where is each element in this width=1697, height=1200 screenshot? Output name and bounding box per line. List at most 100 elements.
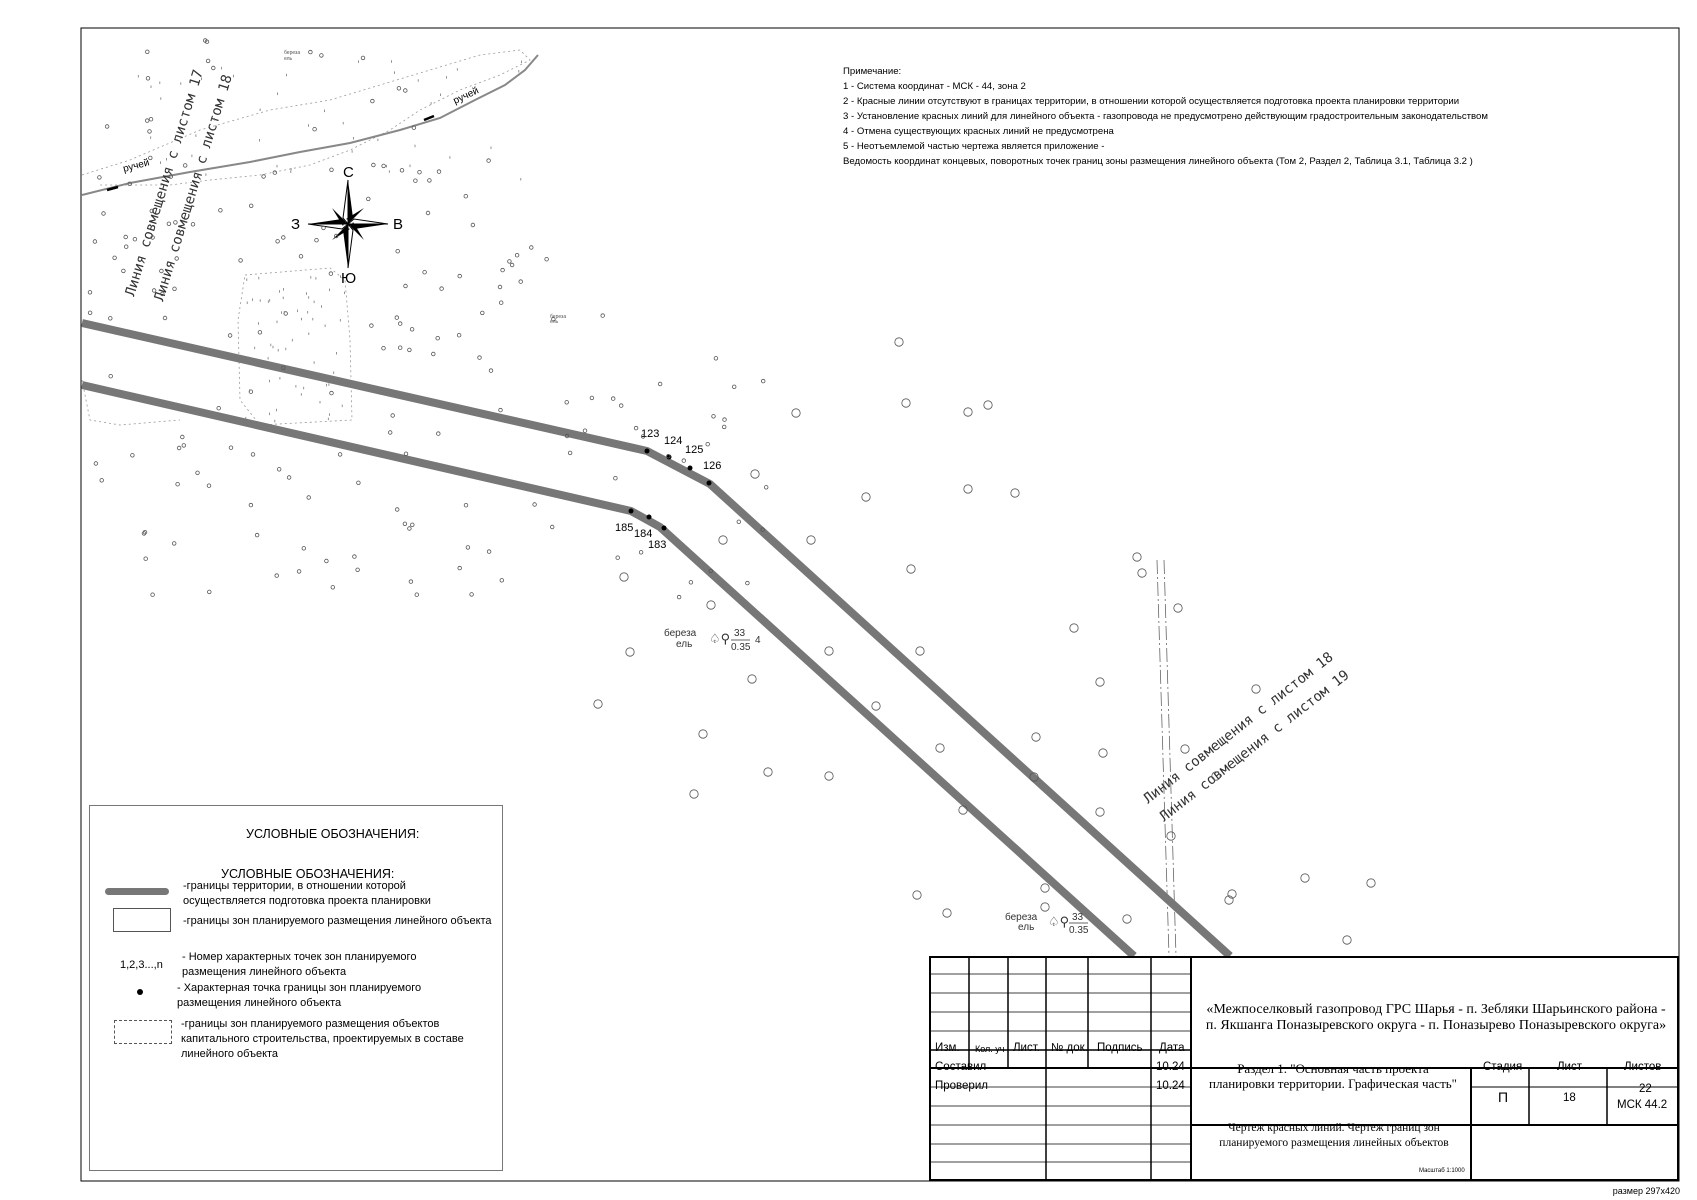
forest-descriptor-2: береза ель 33 0.35 ♤⚲	[1005, 911, 1089, 936]
svg-text:ель: ель	[676, 639, 692, 650]
stream-arrow-2	[423, 114, 435, 122]
legend-item-point: - Характерная точка границы зон планируе…	[177, 982, 422, 1009]
stream-line	[81, 54, 539, 196]
svg-text:♤⚲: ♤⚲	[1048, 914, 1069, 929]
svg-text:0.35: 0.35	[731, 642, 751, 653]
project-title: «Межпоселковый газопровод ГРС Шарья - п.…	[1205, 1002, 1667, 1033]
note-item: 2 - Красные линии отсутствуют в границах…	[843, 96, 1460, 107]
meadow-symbols	[137, 60, 522, 423]
svg-text:ель: ель	[284, 56, 293, 62]
point-label-185: 185	[615, 522, 633, 534]
svg-text:береза: береза	[284, 50, 300, 56]
stamp-compiled-label: Составил	[935, 1061, 987, 1073]
point-label-183: 183	[648, 539, 666, 551]
point-125	[687, 465, 693, 471]
stamp-sheet-value: 18	[1563, 1092, 1576, 1104]
forest-boundary-3	[81, 379, 181, 426]
sheet-frame	[80, 27, 1680, 1182]
stream-arrow	[106, 185, 119, 192]
svg-text:4: 4	[755, 635, 761, 646]
legend-subtitle: УСЛОВНЫЕ ОБОЗНАЧЕНИЯ:	[221, 867, 395, 881]
compass-west: З	[291, 216, 300, 233]
tree-symbols	[87, 38, 1376, 945]
forest-descriptor: береза ель 33 0.35 4 ♤⚲	[664, 627, 761, 653]
compass-south: Ю	[341, 270, 356, 287]
stamp-checked-label: Проверил	[935, 1080, 988, 1092]
stamp-sheet-label: Лист	[1557, 1061, 1582, 1073]
point-184	[646, 514, 652, 520]
stamp-header-sign: Подпись	[1097, 1042, 1143, 1054]
point-183	[661, 525, 667, 531]
svg-text:береза: береза	[664, 627, 697, 639]
stamp-header-kol: Кол. уч	[975, 1044, 1005, 1054]
svg-text:33: 33	[734, 628, 746, 639]
legend-number-symbol: 1,2,3...,n	[120, 959, 163, 971]
point-label-184: 184	[634, 528, 652, 540]
legend-territory-symbol	[105, 888, 169, 895]
point-123	[644, 448, 650, 454]
stamp-sheets-value: 22	[1639, 1083, 1652, 1095]
svg-text:ель: ель	[550, 319, 559, 325]
legend-item-numbers: - Номер характерных точек зон планируемо…	[182, 951, 417, 978]
legend-title: УСЛОВНЫЕ ОБОЗНАЧЕНИЯ:	[246, 827, 420, 841]
stamp-stage-value: П	[1498, 1089, 1509, 1105]
stamp-header-date: Дата	[1159, 1042, 1185, 1054]
notes-heading: Примечание:	[843, 66, 902, 77]
stamp-sheets-label: Листов	[1624, 1061, 1662, 1073]
point-label-126: 126	[703, 460, 721, 472]
drawing-scale: Масштаб 1:1000	[1419, 1168, 1465, 1174]
svg-text:береза: береза	[550, 314, 566, 320]
note-item: 1 - Система координат - МСК - 44, зона 2	[843, 81, 1026, 92]
note-item: 4 - Отмена существующих красных линий не…	[843, 126, 1114, 137]
match-line	[1156, 559, 1170, 957]
stream-label: ручей	[122, 157, 151, 175]
forest-boundary-2	[237, 267, 353, 426]
svg-text:береза: береза	[1005, 911, 1038, 923]
legend-item-capital: -границы зон планируемого размещения объ…	[181, 1018, 464, 1060]
forest-boundary	[81, 49, 531, 186]
point-label-124: 124	[664, 435, 682, 447]
legend-item-territory: -границы территории, в отношении которой…	[183, 880, 431, 907]
section-title: Раздел 1. "Основная часть проекта планир…	[1209, 1061, 1457, 1091]
stamp-stage-label: Стадия	[1483, 1061, 1523, 1073]
title-block-grid	[929, 956, 1679, 1181]
legend-zone-symbol	[113, 908, 171, 932]
legend-item-zone: -границы зон планируемого размещения лин…	[183, 915, 492, 927]
point-185	[628, 508, 634, 514]
compass-north: С	[343, 164, 354, 181]
characteristic-points	[628, 448, 712, 531]
notes-block: Примечание: 1 - Система координат - МСК …	[843, 64, 1488, 169]
territory-boundary-upper	[81, 319, 1233, 959]
svg-text:33: 33	[1072, 912, 1084, 923]
match-line-2	[1163, 559, 1177, 957]
stamp-checked-date: 10.24	[1156, 1080, 1185, 1092]
compass-east: В	[393, 216, 403, 233]
match-line-18b-label: Линия совмещения с листом 18	[1141, 649, 1337, 807]
territory-boundary-lower	[81, 381, 1137, 959]
stamp-compiled-date: 10.24	[1156, 1061, 1185, 1073]
match-line-19-label: Линия совмещения с листом 19	[1157, 667, 1353, 825]
point-labels: 123 124 125 126 185 184 183	[615, 428, 721, 551]
legend-capital-symbol	[114, 1020, 172, 1044]
drawing-title: Чертеж красных линий. Чертеж границ зон …	[1219, 1122, 1449, 1149]
point-label-125: 125	[685, 444, 703, 456]
point-label-123: 123	[641, 428, 659, 440]
svg-text:ель: ель	[1018, 922, 1034, 933]
legend-box: УСЛОВНЫЕ ОБОЗНАЧЕНИЯ: УСЛОВНЫЕ ОБОЗНАЧЕН…	[89, 805, 503, 1171]
stamp-sheets-code: МСК 44.2	[1617, 1099, 1668, 1111]
note-item: 5 - Неотъемлемой частью чертежа является…	[843, 141, 1105, 152]
stamp-header-izm: Изм.	[935, 1042, 960, 1054]
note-item: Ведомость координат концевых, поворотных…	[843, 156, 1473, 167]
legend-point-symbol	[137, 989, 143, 995]
title-block: Изм. Кол. уч Лист. № док. Подпись Дата С…	[929, 956, 1679, 1181]
stamp-header-doc: № док.	[1051, 1042, 1088, 1054]
note-item: 3 - Установление красных линий для линей…	[843, 111, 1488, 122]
svg-text:0.35: 0.35	[1069, 925, 1089, 936]
svg-text:♤⚲: ♤⚲	[709, 631, 730, 646]
sheet-size-label: размер 297х420	[1612, 1186, 1680, 1196]
forest-descriptor-small: береза ель береза ель	[284, 50, 566, 325]
point-126	[706, 480, 712, 486]
stamp-header-list: Лист.	[1013, 1042, 1040, 1054]
